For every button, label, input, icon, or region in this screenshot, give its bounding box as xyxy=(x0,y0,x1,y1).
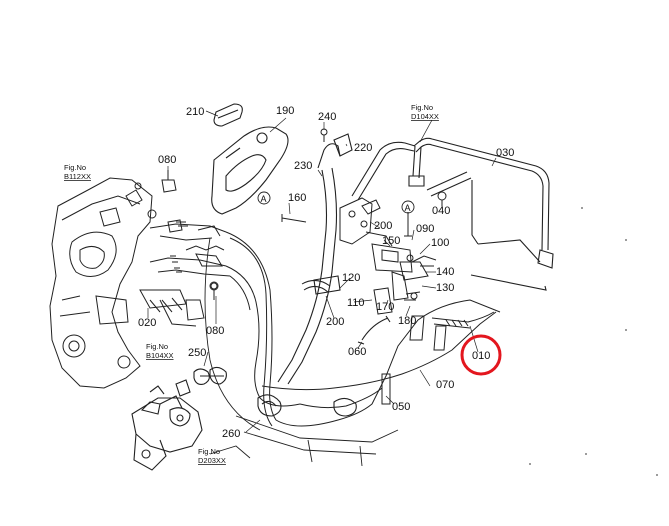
callout-150: 150 xyxy=(382,235,400,247)
frame-lines xyxy=(204,237,399,467)
callout-030: 030 xyxy=(496,147,514,159)
marker-a-shroud: A xyxy=(257,191,271,205)
callout-220: 220 xyxy=(354,142,372,154)
callout-200-lower: 200 xyxy=(326,316,344,328)
transmission-case[interactable] xyxy=(49,177,157,389)
bolt-240[interactable] xyxy=(320,128,328,142)
callout-190: 190 xyxy=(276,105,294,117)
clamp-050[interactable] xyxy=(333,397,357,417)
svg-text:B112XX: B112XX xyxy=(64,172,91,181)
fig-ref-b104[interactable]: Fig.No B104XX xyxy=(146,342,174,360)
shroud-190[interactable] xyxy=(211,126,289,215)
marker-a-bracket: A xyxy=(401,200,415,214)
callout-160: 160 xyxy=(288,192,306,204)
svg-text:A: A xyxy=(405,203,411,213)
highlight-circle-010 xyxy=(460,334,502,376)
cable-050[interactable] xyxy=(225,231,501,427)
svg-text:D104XX: D104XX xyxy=(411,112,439,121)
cable-010[interactable] xyxy=(431,311,495,329)
callout-210: 210 xyxy=(186,106,204,118)
callout-180: 180 xyxy=(398,315,416,327)
specks xyxy=(529,207,658,476)
handlebar-030[interactable] xyxy=(351,137,554,291)
bolt-080-lower[interactable] xyxy=(210,282,218,290)
bolt-160[interactable] xyxy=(281,214,307,223)
callout-260: 260 xyxy=(222,428,240,440)
leader-lines xyxy=(147,110,497,433)
fig-ref-d104[interactable]: Fig.No D104XX xyxy=(411,103,439,121)
bolt-080-top[interactable] xyxy=(161,170,177,193)
callout-labels: 210 190 240 220 080 230 160 030 040 200 … xyxy=(138,105,514,440)
clamp-200-lower[interactable] xyxy=(301,280,331,293)
callout-240: 240 xyxy=(318,111,336,123)
callout-080-lower: 080 xyxy=(206,325,224,337)
svg-text:Fig.No: Fig.No xyxy=(146,342,168,351)
callout-040: 040 xyxy=(432,205,450,217)
callout-100: 100 xyxy=(431,237,449,249)
callout-050: 050 xyxy=(392,401,410,413)
callout-010: 010 xyxy=(472,350,490,362)
linkage-assembly-020[interactable] xyxy=(139,219,231,327)
callout-110: 110 xyxy=(347,297,365,309)
lever-shaft-230[interactable] xyxy=(277,133,353,385)
grip-210[interactable] xyxy=(213,103,243,127)
callout-250: 250 xyxy=(188,347,206,359)
svg-text:D203XX: D203XX xyxy=(198,456,226,465)
callout-070: 070 xyxy=(436,379,454,391)
svg-text:Fig.No: Fig.No xyxy=(64,163,86,172)
svg-text:A: A xyxy=(261,194,267,204)
svg-text:B104XX: B104XX xyxy=(146,351,174,360)
callout-140: 140 xyxy=(436,266,454,278)
lever-assembly-d203[interactable] xyxy=(131,379,203,471)
callout-130: 130 xyxy=(436,282,454,294)
fig-ref-b112[interactable]: Fig.No B112XX xyxy=(64,163,91,181)
callout-060: 060 xyxy=(348,346,366,358)
clip-250[interactable] xyxy=(193,366,227,385)
callout-020: 020 xyxy=(138,317,156,329)
callout-170: 170 xyxy=(376,301,394,313)
svg-text:Fig.No: Fig.No xyxy=(198,447,220,456)
fig-ref-d203[interactable]: Fig.No D203XX xyxy=(198,447,226,465)
bracket-assembly[interactable] xyxy=(339,197,437,315)
svg-text:Fig.No: Fig.No xyxy=(411,103,433,112)
callout-080-top: 080 xyxy=(158,154,176,166)
clip-060[interactable] xyxy=(357,315,391,345)
callout-120: 120 xyxy=(342,272,360,284)
clamp-260[interactable] xyxy=(257,394,282,417)
cable-070[interactable] xyxy=(261,311,497,409)
callout-200-upper: 200 xyxy=(374,220,392,232)
callout-090: 090 xyxy=(416,223,434,235)
callout-230: 230 xyxy=(294,160,312,172)
